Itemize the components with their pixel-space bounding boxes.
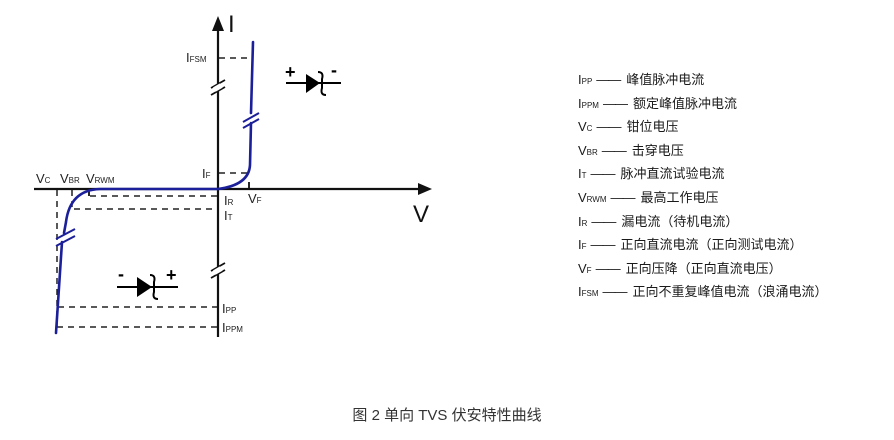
curve-break-marks — [55, 112, 260, 247]
forward-curve-lower — [216, 121, 253, 191]
legend-dash: —— — [601, 142, 627, 158]
legend-description: 峰值脉冲电流 — [626, 72, 705, 87]
legend-symbol: IF — [578, 237, 587, 253]
vc-label: VC — [36, 171, 51, 186]
legend-dash: —— — [602, 95, 628, 111]
legend-description: 正向压降（正向直流电压） — [625, 260, 782, 276]
legend-symbol: VC — [578, 119, 593, 135]
vbr-label: VBR — [60, 171, 80, 186]
legend-item: VRWM——最高工作电压 — [578, 187, 828, 211]
ipp-label: IPP — [222, 301, 236, 316]
tvs-diode-forward-icon: + - — [285, 60, 341, 96]
ir-label: IR — [224, 193, 234, 208]
legend-dash: —— — [596, 72, 621, 87]
legend-symbol: IR — [578, 213, 588, 229]
vf-label: VF — [248, 191, 262, 206]
figure-caption: 图 2 单向 TVS 伏安特性曲线 — [352, 407, 542, 424]
legend-symbol: VRWM — [578, 189, 607, 205]
legend-item: IFSM——正向不重复峰值电流（浪涌电流） — [578, 281, 828, 305]
ippm-label: IPPM — [222, 320, 243, 335]
legend-dash: —— — [590, 166, 616, 182]
legend-dash: —— — [595, 260, 621, 276]
legend-description: 漏电流（待机电流） — [621, 213, 739, 229]
legend-description: 脉冲直流试验电流 — [620, 166, 725, 182]
y-axis-label: I — [228, 11, 235, 38]
iv-curve — [54, 40, 255, 335]
forward-minus: - — [331, 60, 337, 80]
legend-description: 额定峰值脉冲电流 — [632, 95, 737, 111]
y-axis-break-marks — [210, 79, 226, 279]
x-axis-label: V — [413, 201, 429, 228]
legend-description: 最高工作电压 — [640, 189, 719, 205]
legend-item: IF——正向直流电流（正向测试电流） — [578, 234, 828, 258]
legend-symbol: IPPM — [578, 95, 599, 111]
legend-description: 钳位电压 — [626, 119, 679, 135]
legend-description: 正向不重复峰值电流（浪涌电流） — [632, 284, 828, 300]
legend-symbol: IFSM — [578, 284, 599, 300]
legend-dash: —— — [591, 213, 616, 229]
tvs-diode-reverse-icon: - + — [117, 264, 178, 300]
legend-item: IPP—— 峰值脉冲电流 — [578, 69, 828, 93]
forward-plus: + — [285, 62, 296, 82]
if-label: IF — [202, 166, 211, 181]
reverse-curve-lower — [54, 240, 64, 335]
legend-dash: —— — [602, 284, 628, 300]
vrwm-label: VRWM — [86, 171, 115, 186]
legend-symbol: VBR — [578, 142, 598, 158]
legend-item: VBR——击穿电压 — [578, 140, 828, 164]
legend-symbol: VF — [578, 260, 592, 276]
legend-description: 击穿电压 — [631, 142, 684, 158]
legend-item: IPPM——额定峰值脉冲电流 — [578, 93, 828, 117]
legend-item: VF——正向压降（正向直流电压） — [578, 258, 828, 282]
forward-curve-upper — [249, 40, 255, 115]
legend-symbol: IPP — [578, 72, 593, 87]
legend-item: IT——脉冲直流试验电流 — [578, 163, 828, 187]
ifsm-label: IFSM — [186, 50, 207, 65]
legend-item: VC—— 钳位电压 — [578, 116, 828, 140]
legend-dash: —— — [610, 189, 636, 205]
iv-curve-diagram: I V VC VBR VRWM VF IFSM IF IR IT IPP IPP… — [34, 11, 432, 337]
legend-dash: —— — [596, 119, 621, 135]
legend-description: 正向直流电流（正向测试电流） — [620, 237, 803, 253]
x-axis-arrow — [418, 183, 432, 195]
reverse-plus: + — [166, 265, 177, 285]
reverse-curve-upper — [62, 187, 220, 235]
legend-dash: —— — [590, 237, 616, 253]
legend-symbol: IT — [578, 166, 587, 182]
y-axis-arrow — [212, 16, 224, 31]
legend-item: IR—— 漏电流（待机电流） — [578, 211, 828, 235]
reverse-minus: - — [118, 264, 124, 284]
it-label: IT — [224, 208, 233, 223]
